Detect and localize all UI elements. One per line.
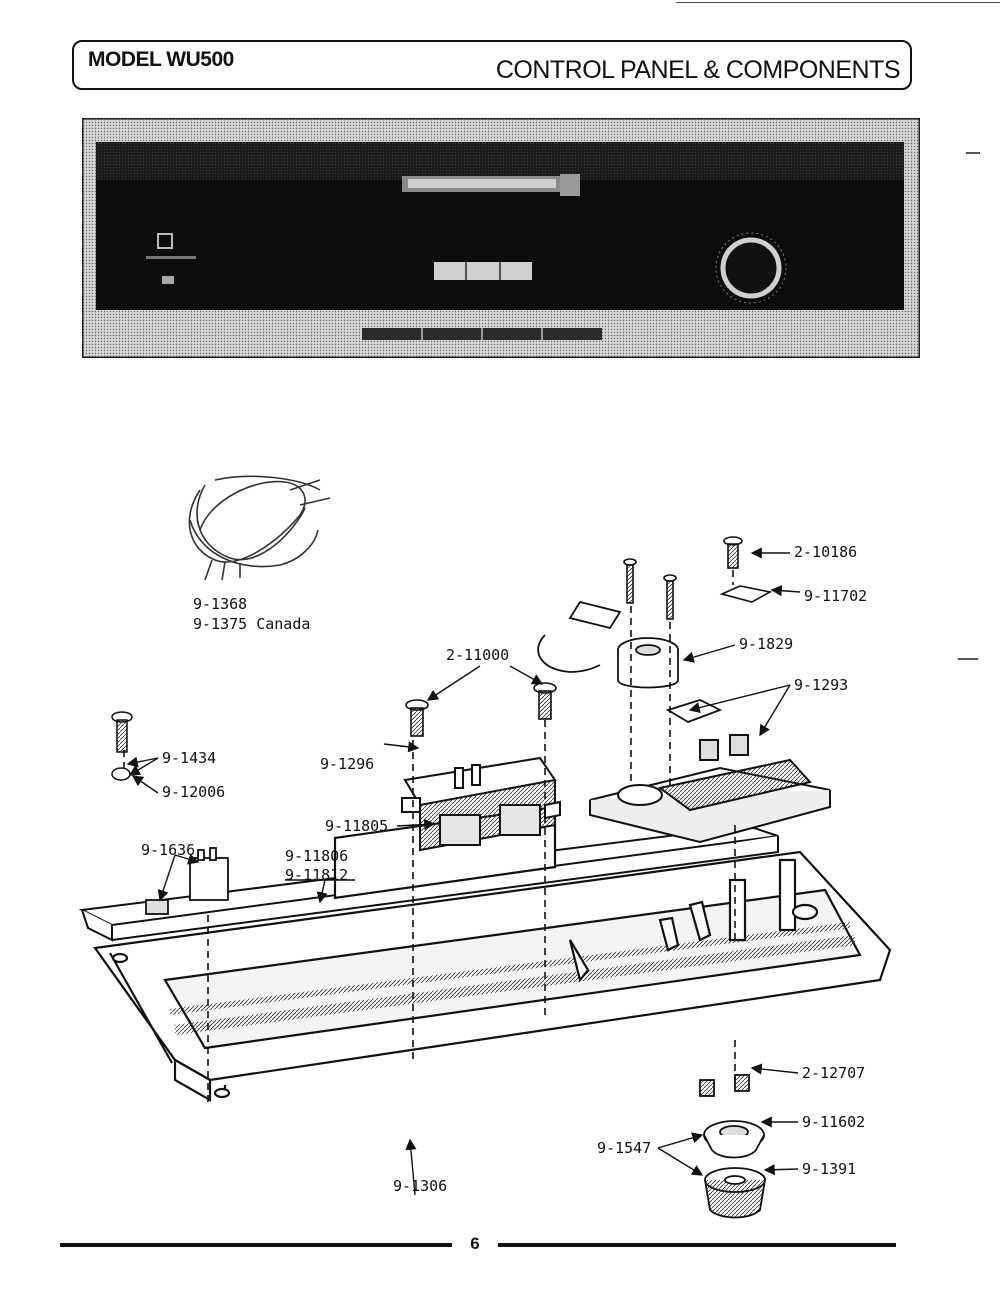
label-9-12006: 9-12006 bbox=[162, 783, 226, 801]
label-2-11000: 2-11000 bbox=[446, 646, 510, 664]
long-screws bbox=[623, 558, 677, 620]
knob-assembly bbox=[699, 1074, 766, 1219]
switch-assembly bbox=[401, 756, 561, 852]
label-2-10186: 2-10186 bbox=[794, 543, 858, 561]
screws-2-11000 bbox=[405, 682, 557, 737]
scan-mark bbox=[958, 658, 978, 660]
label-9-11806: 9-11806 bbox=[285, 847, 349, 865]
wire-harness bbox=[188, 475, 331, 581]
timer-motor bbox=[537, 600, 723, 723]
scan-mark bbox=[966, 152, 980, 154]
control-panel-photo bbox=[82, 118, 920, 358]
label-9-1391: 9-1391 bbox=[802, 1160, 857, 1178]
label-9-1368: 9-1368 bbox=[193, 595, 248, 613]
label-2-12707: 2-12707 bbox=[802, 1064, 866, 1082]
header-frame bbox=[72, 40, 912, 90]
label-9-1306: 9-1306 bbox=[393, 1177, 448, 1195]
label-9-1293: 9-1293 bbox=[794, 676, 849, 694]
screw-9-1434 bbox=[111, 711, 133, 781]
label-9-1375-canada: 9-1375 Canada bbox=[193, 615, 311, 633]
label-9-11805: 9-11805 bbox=[325, 817, 389, 835]
footer-rule-left bbox=[60, 1243, 452, 1247]
relay-9-1636 bbox=[145, 847, 229, 915]
control-board bbox=[589, 734, 831, 844]
model-title: MODEL WU500 bbox=[88, 48, 234, 71]
label-9-1547: 9-1547 bbox=[597, 1139, 652, 1157]
label-9-1296: 9-1296 bbox=[320, 755, 375, 773]
assembly-lines bbox=[123, 570, 736, 1105]
label-9-11812: 9-11812 bbox=[285, 866, 349, 884]
section-title: CONTROL PANEL & COMPONENTS bbox=[495, 56, 901, 84]
scan-mark bbox=[676, 2, 1000, 3]
label-9-1829: 9-1829 bbox=[739, 635, 794, 653]
label-9-11702: 9-11702 bbox=[804, 587, 868, 605]
leader-arrows bbox=[126, 547, 801, 1196]
label-9-1636: 9-1636 bbox=[141, 841, 196, 859]
label-9-1434: 9-1434 bbox=[162, 749, 217, 767]
footer-rule-right bbox=[498, 1243, 896, 1247]
screw-2-10186 bbox=[719, 536, 773, 603]
page-number: 6 bbox=[470, 1234, 480, 1253]
exploded-parts-diagram bbox=[78, 475, 892, 1219]
console-base bbox=[93, 805, 892, 1102]
label-9-11602: 9-11602 bbox=[802, 1113, 866, 1131]
